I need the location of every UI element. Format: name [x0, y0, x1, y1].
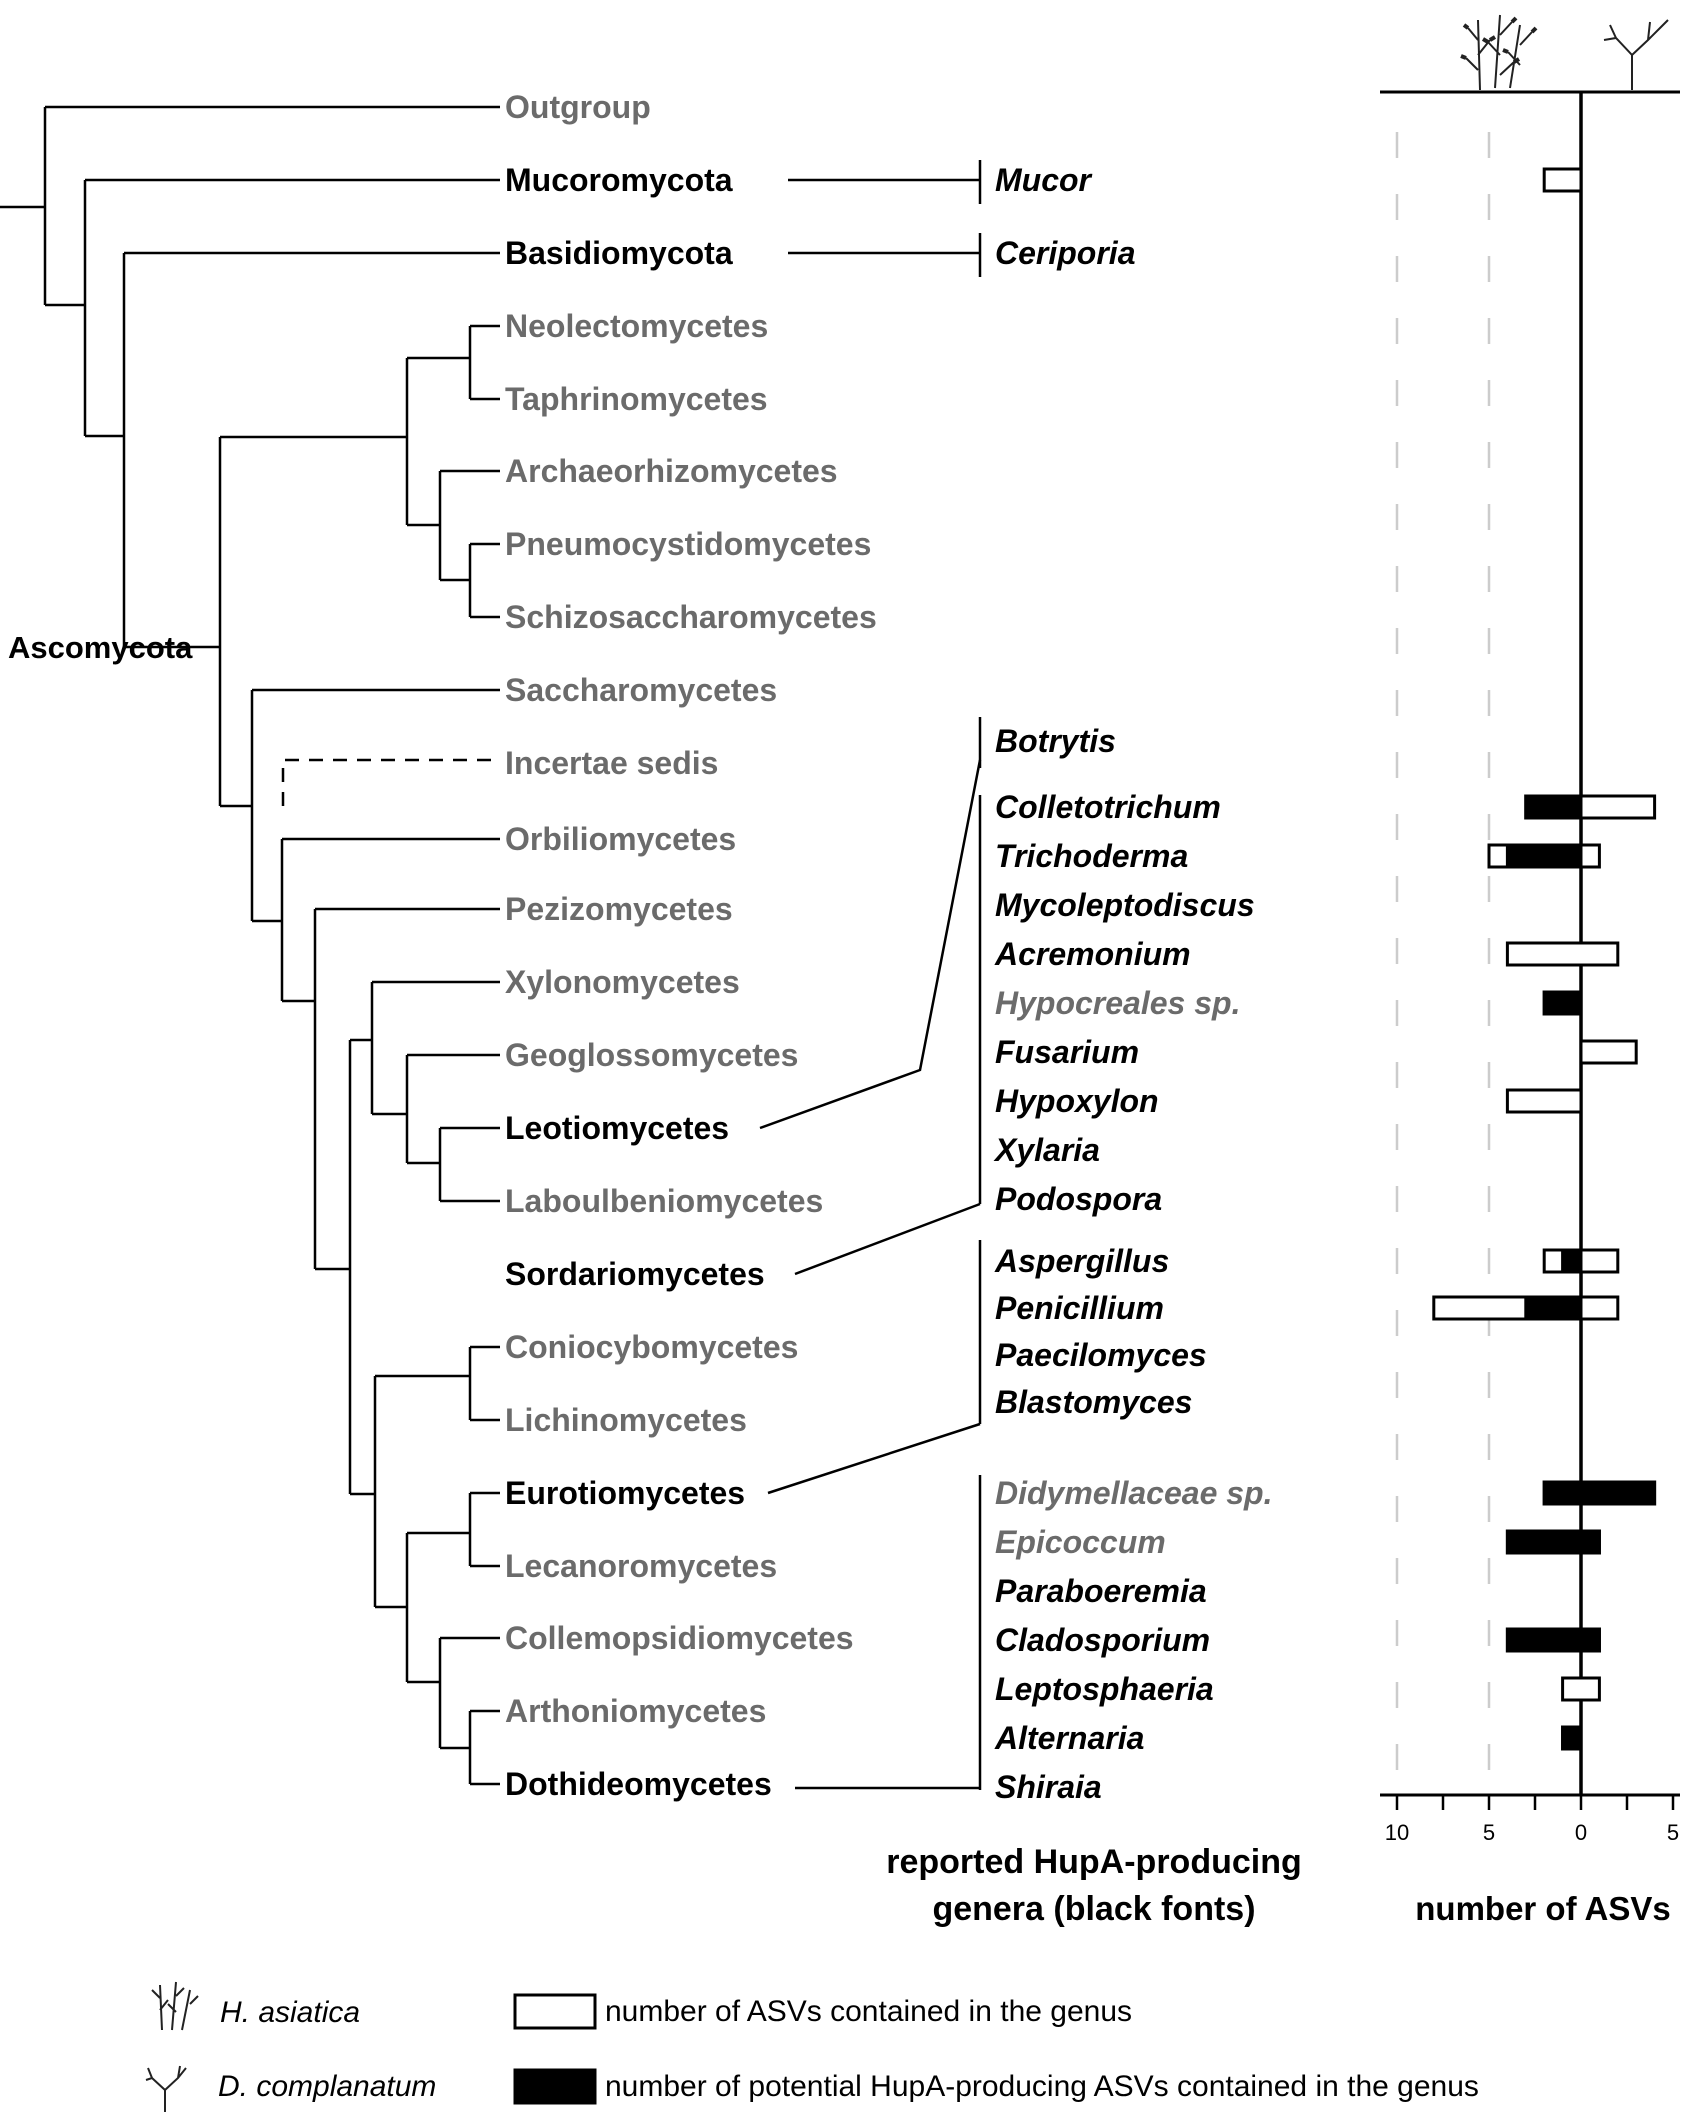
taxon-label-leotiomycetes: Leotiomycetes — [505, 1110, 729, 1146]
genus-label: Trichoderma — [995, 838, 1188, 874]
genus-label: Paraboeremia — [995, 1573, 1207, 1609]
genus-label: Mycoleptodiscus — [995, 887, 1255, 923]
genus-label: Epicoccum — [995, 1524, 1166, 1560]
taxon-labels: OutgroupMucoromycotaBasidiomycotaNeolect… — [505, 89, 877, 1802]
legend-species-h-asiatica: H. asiatica — [220, 1996, 360, 2029]
taxon-label-orbiliomycetes: Orbiliomycetes — [505, 821, 736, 857]
h-asiatica-plant-icon — [151, 1981, 199, 2031]
taxon-label-incertae: Incertae sedis — [505, 745, 718, 781]
legend-filled-bar-label: number of potential HupA-producing ASVs … — [605, 2070, 1479, 2103]
taxon-label-pneumocystidomycetes: Pneumocystidomycetes — [505, 526, 871, 562]
x-tick-label: 0 — [1575, 1820, 1587, 1845]
asv-total-bar-hypoxylon — [1505, 1088, 1583, 1114]
genus-label: Mucor — [995, 162, 1093, 198]
taxon-label-outgroup: Outgroup — [505, 89, 651, 125]
legend-open-bar-swatch — [513, 1993, 597, 2030]
genus-label: Acremonium — [994, 936, 1191, 972]
taxon-label-mucoromycota: Mucoromycota — [505, 162, 733, 198]
hupa-bar-d-complanatum — [1579, 1480, 1657, 1506]
d-complanatum-header-icon — [1603, 19, 1669, 90]
genus-connector — [788, 160, 982, 204]
genus-label: Aspergillus — [994, 1243, 1169, 1279]
hupa-bar-h-asiatica — [1505, 1627, 1583, 1653]
genus-label: Shiraia — [995, 1769, 1102, 1805]
genus-label: Podospora — [995, 1181, 1162, 1217]
legend-filled-bar-swatch — [513, 2068, 597, 2105]
taxon-label-taphrinomycetes: Taphrinomycetes — [505, 381, 768, 417]
phylogenetic-tree — [0, 105, 500, 1786]
genus-label: Ceriporia — [995, 235, 1135, 271]
taxon-label-arthoniomycetes: Arthoniomycetes — [505, 1693, 766, 1729]
x-axis-title: number of ASVs — [1415, 1890, 1670, 1927]
hupa-bar-h-asiatica — [1542, 1480, 1583, 1506]
taxon-label-pezizomycetes: Pezizomycetes — [505, 891, 733, 927]
genus-label: Cladosporium — [995, 1622, 1210, 1658]
taxon-label-basidiomycota: Basidiomycota — [505, 235, 733, 271]
taxon-label-sordariomycetes: Sordariomycetes — [505, 1256, 765, 1292]
taxon-label-saccharomycetes: Saccharomycetes — [505, 672, 777, 708]
hupa-bar-h-asiatica — [1524, 794, 1583, 820]
genus-label: Blastomyces — [995, 1384, 1192, 1420]
genus-label: Hypoxylon — [995, 1083, 1159, 1119]
legend: H. asiatica D. complanatum number of ASV… — [145, 1981, 1479, 2112]
ascomycota-label: Ascomycota — [8, 630, 193, 665]
hupa-bar-d-complanatum — [1579, 1627, 1601, 1653]
genus-label: Xylaria — [993, 1132, 1100, 1168]
taxon-label-neolectomycetes: Neolectomycetes — [505, 308, 768, 344]
hupa-bar-h-asiatica — [1505, 1529, 1583, 1555]
x-tick-label: 5 — [1483, 1820, 1495, 1845]
hupa-bar-h-asiatica — [1542, 990, 1583, 1016]
genus-label: Paecilomyces — [995, 1337, 1207, 1373]
taxon-label-collemopsidiomycetes: Collemopsidiomycetes — [505, 1620, 854, 1656]
asv-bar-chart: 10 5 0 5 — [1380, 90, 1680, 1845]
h-asiatica-header-icon — [1460, 14, 1538, 91]
asv-total-bar-fusarium — [1579, 1039, 1638, 1065]
taxon-label-archaeorhizomycetes: Archaeorhizomycetes — [505, 453, 838, 489]
taxon-label-lecanoromycetes: Lecanoromycetes — [505, 1548, 777, 1584]
incertae-sedis-dashed-branch — [281, 758, 500, 806]
hupa-bar-h-asiatica — [1561, 1248, 1583, 1274]
genus-connector — [759, 759, 982, 1130]
genus-connectors — [759, 160, 982, 1790]
genera-title-line1: reported HupA-producing — [886, 1843, 1302, 1881]
genera-title-line2: genera (black fonts) — [932, 1890, 1255, 1928]
legend-species-d-complanatum: D. complanatum — [218, 2070, 436, 2103]
genus-labels: MucorCeriporiaBotrytisColletotrichumTric… — [993, 162, 1272, 1805]
genus-label: Fusarium — [995, 1034, 1139, 1070]
taxon-label-coniocybomycetes: Coniocybomycetes — [505, 1329, 798, 1365]
genus-connector — [788, 233, 982, 277]
taxon-label-schizosaccharomycetes: Schizosaccharomycetes — [505, 599, 877, 635]
genus-connector — [794, 1202, 981, 1276]
genus-label: Alternaria — [994, 1720, 1144, 1756]
d-complanatum-plant-icon — [145, 2065, 187, 2112]
genus-label: Penicillium — [995, 1290, 1164, 1326]
genus-label: Botrytis — [995, 723, 1116, 759]
taxon-label-dothideomycetes: Dothideomycetes — [505, 1766, 772, 1802]
genus-label: Leptosphaeria — [995, 1671, 1214, 1707]
asv-total-bar-mucor — [1542, 167, 1583, 193]
x-tick-label: 5 — [1667, 1820, 1679, 1845]
hupa-bar-h-asiatica — [1561, 1725, 1583, 1751]
genus-label: Colletotrichum — [995, 789, 1221, 825]
legend-open-bar-label: number of ASVs contained in the genus — [605, 1995, 1132, 2028]
asv-total-bar-acremonium — [1505, 941, 1620, 967]
genus-label: Didymellaceae sp. — [995, 1475, 1272, 1511]
hupa-bar-d-complanatum — [1579, 1529, 1601, 1555]
taxon-label-eurotiomycetes: Eurotiomycetes — [505, 1475, 745, 1511]
hupa-bar-h-asiatica — [1524, 1295, 1583, 1321]
hupa-bar-h-asiatica — [1505, 843, 1583, 869]
asv-total-bar-leptosphaeria — [1561, 1676, 1601, 1702]
x-tick-label: 10 — [1385, 1820, 1409, 1845]
taxon-label-xylonomycetes: Xylonomycetes — [505, 964, 740, 1000]
genus-label: Hypocreales sp. — [995, 985, 1240, 1021]
taxon-label-lichinomycetes: Lichinomycetes — [505, 1402, 747, 1438]
taxon-label-laboulbeniomycetes: Laboulbeniomycetes — [505, 1183, 823, 1219]
genus-connector — [767, 1422, 981, 1495]
taxon-label-geoglossomycetes: Geoglossomycetes — [505, 1037, 798, 1073]
